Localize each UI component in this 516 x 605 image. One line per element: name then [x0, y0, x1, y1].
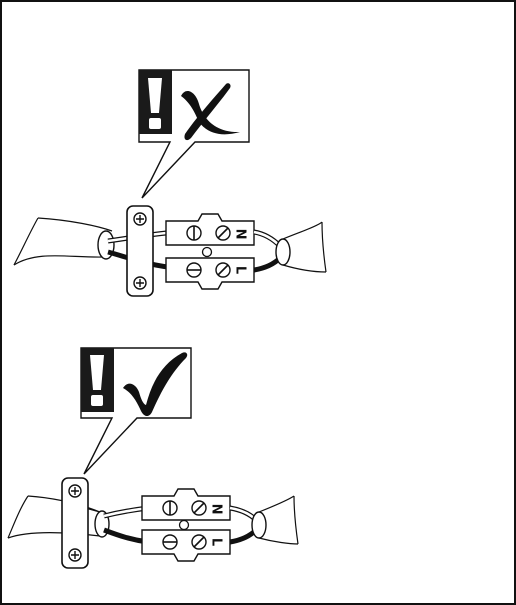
- exclamation-icon: [90, 355, 104, 406]
- slotted-screw-icon: [191, 500, 207, 516]
- terminal-label-n: N: [209, 504, 224, 515]
- incorrect-callout-bubble: [138, 69, 250, 199]
- cross-mark-icon: [181, 83, 240, 141]
- outgoing-cable: [253, 221, 327, 273]
- plus-screw-icon: [133, 212, 147, 226]
- slotted-screw-icon: [186, 262, 202, 278]
- slotted-screw-icon: [191, 534, 207, 550]
- exclamation-icon: [148, 78, 162, 129]
- slotted-screw-icon: [215, 262, 231, 278]
- correct-callout-bubble: [80, 347, 192, 475]
- incoming-cable: [7, 495, 110, 539]
- terminal-label-l: L: [209, 538, 224, 546]
- slotted-screw-icon: [162, 500, 178, 516]
- slotted-screw-icon: [186, 225, 202, 241]
- cord-clamp: [126, 205, 154, 297]
- terminal-label-l: L: [233, 266, 248, 274]
- incorrect-example: N L: [13, 69, 327, 297]
- plus-screw-icon: [133, 276, 147, 290]
- plus-screw-icon: [68, 484, 82, 498]
- slotted-screw-icon: [162, 534, 178, 550]
- outgoing-cable: [229, 495, 299, 545]
- slotted-screw-icon: [215, 225, 231, 241]
- terminal-block: N L: [165, 213, 255, 290]
- incoming-cable: [13, 217, 115, 266]
- correct-example: N L: [7, 347, 299, 569]
- terminal-block: N L: [141, 488, 231, 562]
- terminal-label-n: N: [233, 229, 248, 240]
- cord-clamp: [61, 477, 89, 569]
- plus-screw-icon: [68, 548, 82, 562]
- check-mark-icon: [123, 352, 188, 417]
